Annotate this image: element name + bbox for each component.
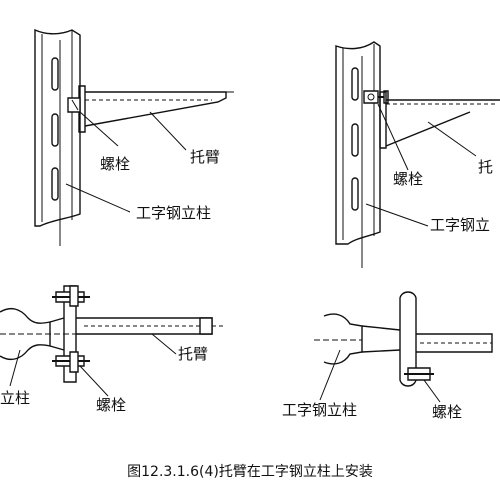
tl-arm bbox=[85, 92, 226, 126]
br-bolt-leader bbox=[424, 380, 440, 402]
tl-bolt bbox=[68, 98, 80, 112]
bl-bolt bbox=[52, 286, 90, 306]
bl-arm-leader bbox=[152, 334, 176, 354]
tr-bolt-label: 螺栓 bbox=[393, 170, 424, 188]
br-column-section bbox=[324, 314, 362, 364]
br-column-leader bbox=[320, 350, 340, 400]
tl-column-label: 工字钢立柱 bbox=[136, 204, 212, 222]
tl-arm-leader bbox=[150, 112, 186, 150]
br-column-label: 工字钢立柱 bbox=[282, 401, 358, 419]
br-bolt bbox=[404, 368, 434, 380]
bottom-right-figure bbox=[314, 292, 492, 402]
bl-bolt-leader bbox=[80, 366, 108, 396]
tr-arm bbox=[386, 100, 500, 146]
tr-arm-leader bbox=[428, 122, 476, 156]
tl-bolt-leader bbox=[80, 112, 118, 146]
bl-bolt bbox=[52, 352, 90, 372]
tl-slot bbox=[52, 58, 58, 90]
tr-arm-label: 托 bbox=[478, 158, 494, 176]
bl-column-section bbox=[0, 309, 50, 360]
tr-bolt-leader bbox=[378, 104, 408, 170]
tr-column bbox=[336, 42, 380, 244]
bl-column-leader bbox=[10, 350, 20, 386]
tr-slot bbox=[352, 68, 358, 100]
tr-column-label: 工字钢立 bbox=[430, 216, 491, 234]
bottom-left-figure bbox=[0, 286, 224, 396]
tr-slot bbox=[352, 124, 358, 156]
tl-column bbox=[35, 30, 80, 226]
tl-arm-label: 托臂 bbox=[190, 148, 221, 166]
bl-bolt-label: 螺栓 bbox=[96, 396, 127, 414]
tl-slot bbox=[52, 114, 58, 146]
bl-column-label: 立柱 bbox=[0, 389, 31, 407]
tl-column-leader bbox=[66, 184, 130, 212]
tl-slot bbox=[52, 168, 58, 200]
bl-arm-label: 托臂 bbox=[178, 345, 209, 363]
top-left-figure bbox=[35, 30, 234, 246]
br-bolt-label: 螺栓 bbox=[432, 403, 463, 421]
top-right-figure bbox=[336, 42, 500, 268]
tr-slot bbox=[352, 178, 358, 210]
tr-column-leader bbox=[366, 204, 428, 226]
figure-caption: 图12.3.1.6(4)托臂在工字钢立柱上安装 bbox=[127, 464, 373, 480]
tr-bolt bbox=[364, 91, 378, 103]
tl-bolt-label: 螺栓 bbox=[100, 155, 131, 173]
tr-bracket-plate bbox=[380, 92, 386, 148]
